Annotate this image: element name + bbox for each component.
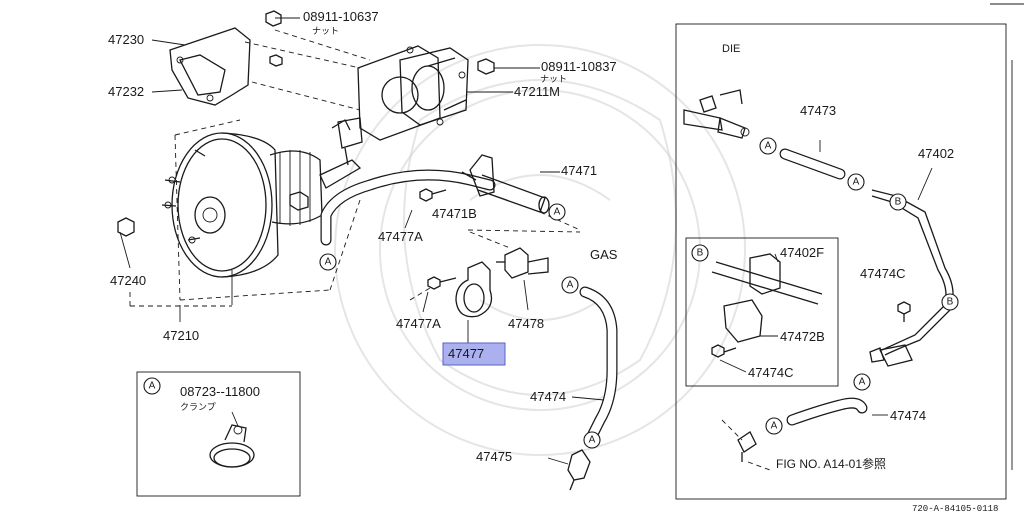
label-gas: GAS [590, 247, 618, 262]
callout-a: A [149, 381, 156, 392]
label-47402f: 47402F [780, 245, 824, 260]
labels-left: 08911-10637 ナット 47230 47232 08911-10837 … [108, 9, 617, 343]
label-clamp: クランプ [180, 402, 216, 412]
label-47475: 47475 [476, 449, 512, 464]
callout-b: B [895, 197, 902, 208]
callout-a: A [859, 377, 866, 388]
inset-clamp-a: A 08723--11800 クランプ [136, 371, 301, 497]
callout-a: A [554, 207, 561, 218]
watermark-emblem [334, 44, 746, 456]
callout-a: A [567, 280, 574, 291]
label-47474c-upper: 47474C [860, 266, 906, 281]
label-nut-b: ナット [540, 74, 567, 84]
label-47471: 47471 [561, 163, 597, 178]
label-47477a-lower: 47477A [396, 316, 441, 331]
callout-a: A [853, 177, 860, 188]
callout-b: B [697, 248, 704, 259]
brake-booster-assembly [117, 10, 495, 322]
label-47232: 47232 [108, 84, 144, 99]
label-08911-10837: 08911-10837 [541, 59, 617, 74]
label-47230: 47230 [108, 32, 144, 47]
diesel-panel: DIE 47473 A A 47402 B B 47474C A [675, 23, 1007, 500]
callout-a: A [765, 141, 772, 152]
label-47474-right: 47474 [890, 408, 926, 423]
label-47474-left: 47474 [530, 389, 566, 404]
callout-a: A [589, 435, 596, 446]
label-47472b: 47472B [780, 329, 825, 344]
label-nut-a: ナット [312, 26, 339, 36]
callout-b: B [947, 297, 954, 308]
label-fig-ref: FIG NO. A14-01参照 [776, 456, 886, 471]
label-47477[interactable]: 47477 [448, 346, 484, 361]
label-47402: 47402 [918, 146, 954, 161]
highlighted-part-box[interactable] [442, 342, 506, 366]
labels-middle: 47471 47471B 47477A GAS 47477A 47478 474… [378, 163, 618, 464]
inset-b: B 47402F 47472B 47474C [685, 237, 839, 387]
document-code: 720-A-84105-0118 [912, 504, 998, 514]
label-47477a-upper: 47477A [378, 229, 423, 244]
label-47474c-lower: 47474C [748, 365, 794, 380]
label-47471b: 47471B [432, 206, 477, 221]
label-08911-10637: 08911-10637 [303, 9, 379, 24]
label-die: DIE [722, 43, 740, 55]
callout-a: A [325, 257, 332, 268]
label-47211m: 47211M [514, 84, 560, 99]
callouts-middle: A A A A [319, 203, 601, 449]
label-47210: 47210 [163, 328, 199, 343]
label-08723-11800: 08723--11800 [180, 384, 260, 399]
label-47473: 47473 [800, 103, 836, 118]
label-47478: 47478 [508, 316, 544, 331]
vacuum-hose-assembly [320, 154, 618, 491]
callout-a: A [771, 421, 778, 432]
label-47240: 47240 [110, 273, 146, 288]
